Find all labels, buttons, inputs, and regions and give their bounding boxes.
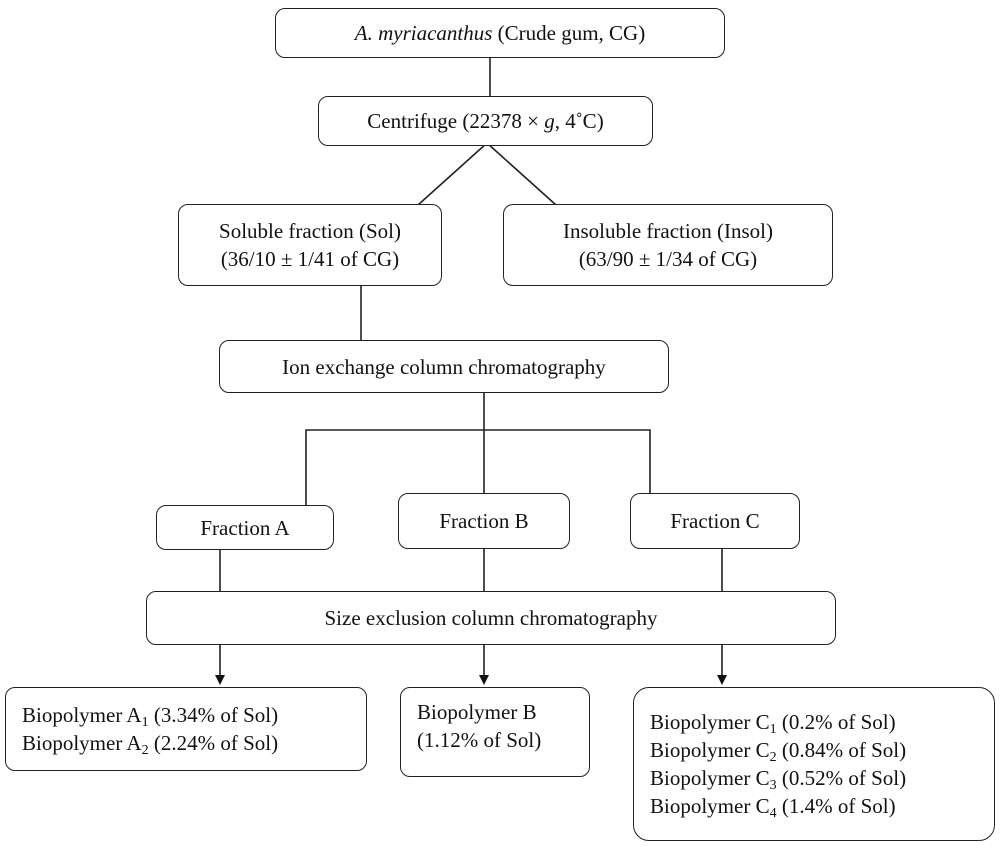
biopolymer-b-yield: (1.12% of Sol): [417, 728, 542, 752]
biopolymer-a2-label: Biopolymer A2 (2.24% of Sol): [22, 731, 279, 758]
fraction-c-label: Fraction C: [670, 509, 760, 533]
ion-exchange-label: Ion exchange column chromatography: [282, 354, 606, 379]
biopolymer-c-box: Biopolymer C1 (0.2% of Sol) Biopolymer C…: [633, 687, 995, 841]
fraction-b-label: Fraction B: [439, 509, 529, 533]
centrifuge-box: Centrifuge (22378 × g, 4˚C): [318, 96, 653, 146]
size-exclusion-label: Size exclusion column chromatography: [324, 606, 658, 630]
crude-gum-label: A. myriacanthus (Crude gum, CG): [354, 21, 646, 45]
insoluble-fraction-yield: (63/90 ± 1/34 of CG): [578, 247, 758, 271]
crude-gum-box: A. myriacanthus (Crude gum, CG): [275, 8, 725, 58]
biopolymer-b-label: Biopolymer B: [417, 700, 537, 724]
biopolymer-c4-label: Biopolymer C4 (1.4% of Sol): [650, 794, 896, 821]
fraction-b-box: Fraction B: [398, 493, 570, 549]
size-exclusion-box: Size exclusion column chromatography: [146, 591, 836, 645]
soluble-fraction-yield: (36/10 ± 1/41 of CG): [220, 247, 400, 271]
insoluble-fraction-title: Insoluble fraction (Insol): [563, 219, 773, 243]
biopolymer-c3-label: Biopolymer C3 (0.52% of Sol): [650, 766, 907, 793]
centrifuge-label: Centrifuge (22378 × g, 4˚C): [367, 109, 604, 133]
biopolymer-b-box: Biopolymer B (1.12% of Sol): [400, 687, 590, 777]
biopolymer-a1-label: Biopolymer A1 (3.34% of Sol): [22, 703, 279, 730]
soluble-fraction-title: Soluble fraction (Sol): [219, 219, 401, 243]
line-centrifuge-to-soluble: [417, 142, 488, 206]
biopolymer-c2-label: Biopolymer C2 (0.84% of Sol): [650, 738, 907, 765]
fraction-a-box: Fraction A: [156, 505, 334, 550]
biopolymer-a-box: Biopolymer A1 (3.34% of Sol) Biopolymer …: [5, 687, 367, 771]
fraction-a-label: Fraction A: [200, 515, 290, 540]
ion-exchange-box: Ion exchange column chromatography: [219, 340, 669, 393]
fraction-c-box: Fraction C: [630, 493, 800, 549]
soluble-fraction-box: Soluble fraction (Sol) (36/10 ± 1/41 of …: [178, 204, 442, 286]
insoluble-fraction-box: Insoluble fraction (Insol) (63/90 ± 1/34…: [503, 204, 833, 286]
line-branch-fractions: [305, 429, 651, 505]
line-centrifuge-to-insoluble: [486, 142, 557, 206]
biopolymer-c1-label: Biopolymer C1 (0.2% of Sol): [650, 710, 896, 737]
